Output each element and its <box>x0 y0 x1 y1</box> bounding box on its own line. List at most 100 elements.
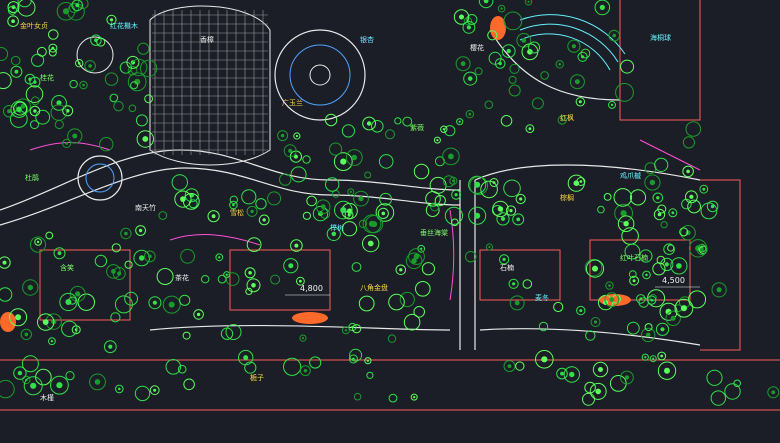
tree-symbol <box>10 65 23 78</box>
path-vertical-center <box>459 180 476 350</box>
tree-canopy <box>182 331 191 340</box>
tree-trunk <box>507 364 512 368</box>
tree-trunk <box>413 253 420 260</box>
tree-symbol <box>421 262 435 276</box>
tree-symbol <box>358 295 375 312</box>
plant-label: 红枫 <box>560 113 574 122</box>
tree-symbol <box>353 190 369 207</box>
tree-symbol <box>663 243 675 255</box>
tree-symbol <box>711 282 727 298</box>
tree-canopy <box>508 75 517 84</box>
tree-canopy <box>657 351 667 361</box>
tree-canopy <box>351 262 362 272</box>
tree-canopy <box>300 365 311 377</box>
tree-symbol <box>127 65 138 76</box>
tree-trunk <box>686 169 690 174</box>
tree-symbol <box>244 267 256 279</box>
tree-canopy <box>421 262 435 276</box>
tree-canopy <box>130 58 148 77</box>
tree-symbol <box>306 195 317 207</box>
tree-symbol <box>366 371 374 379</box>
tree-canopy <box>628 270 637 279</box>
tree-canopy <box>106 264 121 279</box>
tree-symbol <box>179 294 191 306</box>
tree-canopy <box>608 29 621 42</box>
tree-canopy <box>413 306 426 318</box>
tree-canopy <box>487 30 498 41</box>
tree-trunk <box>516 217 521 222</box>
tree-canopy <box>79 80 88 90</box>
tree-symbol <box>329 142 343 156</box>
tree-canopy <box>180 248 196 264</box>
tree-trunk <box>134 78 141 85</box>
tree-trunk <box>560 371 564 376</box>
tree-canopy <box>509 295 525 311</box>
tree-canopy <box>665 310 681 326</box>
tree-symbol <box>652 262 666 276</box>
tree-trunk <box>168 301 175 308</box>
tree-symbol <box>290 166 307 183</box>
tree-canopy <box>685 121 702 137</box>
tree-symbol <box>120 227 132 240</box>
tree-canopy <box>184 188 199 203</box>
tree-trunk <box>497 206 504 212</box>
tree-canopy <box>162 295 181 314</box>
tree-symbol <box>387 334 397 343</box>
building-block-a <box>39 249 131 321</box>
plant-label: 茶花 <box>175 273 189 282</box>
tree-canopy <box>685 190 698 204</box>
tree-symbol <box>158 211 168 220</box>
tree-canopy <box>109 93 119 103</box>
plant-label: 棕榈 <box>560 193 574 202</box>
tree-canopy <box>655 322 670 336</box>
tree-trunk <box>108 344 113 349</box>
hatch-bed-4 <box>490 16 506 40</box>
tree-symbol <box>341 326 350 335</box>
amphitheatre-arc-2 <box>519 23 619 63</box>
tree-symbol <box>657 351 667 361</box>
tree-symbol <box>341 124 355 138</box>
tree-symbol <box>465 110 474 119</box>
tree-trunk <box>62 8 70 15</box>
tree-symbol <box>293 132 301 140</box>
tree-canopy <box>402 116 413 127</box>
tree-symbol <box>487 30 498 41</box>
tree-symbol <box>488 51 502 65</box>
shrub-border-4 <box>449 209 455 301</box>
tree-canopy <box>468 175 487 194</box>
tree-symbol <box>496 212 510 226</box>
tree-symbol <box>557 115 567 125</box>
tree-symbol <box>647 295 657 305</box>
tree-canopy <box>34 238 42 246</box>
tree-symbol <box>325 177 340 192</box>
tree-symbol <box>90 34 102 46</box>
tree-canopy <box>270 274 281 285</box>
tree-symbol <box>215 253 224 262</box>
tree-symbol <box>135 114 148 127</box>
tree-symbol <box>394 117 402 125</box>
tree-trunk <box>632 279 636 283</box>
tree-symbol <box>425 203 440 218</box>
tree-symbol <box>569 74 585 90</box>
central-plaza <box>149 5 271 166</box>
tree-canopy <box>388 393 398 403</box>
tree-canopy <box>576 177 586 186</box>
tree-canopy <box>89 373 106 391</box>
tree-canopy <box>455 56 471 72</box>
tree-symbol <box>443 175 455 188</box>
tree-symbol <box>522 279 533 289</box>
tree-canopy <box>306 195 317 207</box>
tree-canopy <box>315 199 331 214</box>
tree-canopy <box>597 294 614 311</box>
amphitheatre-arc-1 <box>519 33 611 71</box>
tree-symbol <box>34 238 42 246</box>
tree-trunk <box>624 375 630 380</box>
tree-canopy <box>480 180 498 199</box>
tree-trunk <box>349 190 352 193</box>
plant-label: 广玉兰 <box>282 98 303 107</box>
tree-trunk <box>458 120 461 123</box>
tree-symbol <box>629 275 639 286</box>
tree-symbol <box>415 281 431 297</box>
tree-canopy <box>341 124 355 138</box>
tree-canopy <box>378 154 394 169</box>
